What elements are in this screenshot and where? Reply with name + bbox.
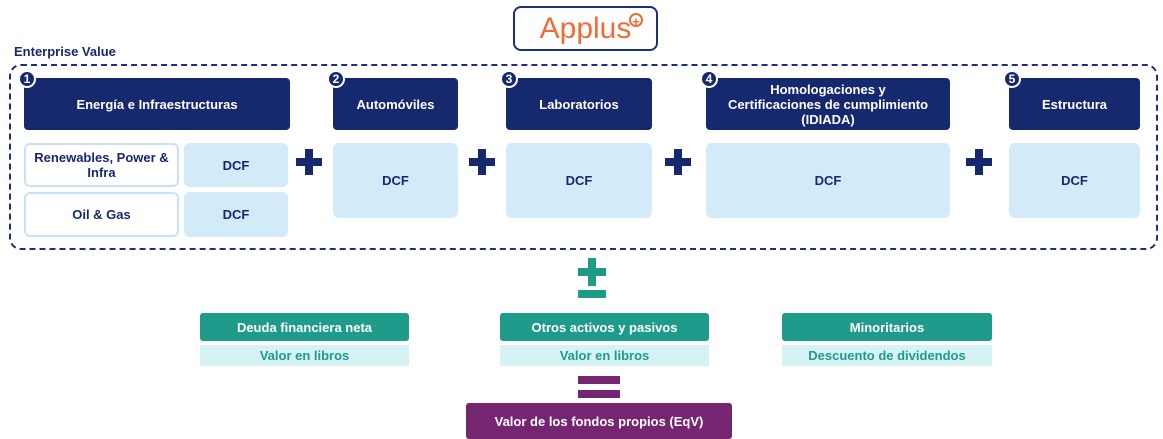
adjustment-otros-method: Valor en libros	[500, 345, 709, 366]
equity-value-result: Valor de los fondos propios (EqV)	[466, 403, 732, 439]
segment-title: Energía e Infraestructuras	[76, 96, 238, 112]
segment-title: Homologaciones y Certificaciones de cump…	[727, 81, 929, 127]
subsegment-name: Oil & Gas	[72, 207, 131, 222]
segment-number-1: 1	[18, 70, 36, 88]
adjustment-title: Minoritarios	[849, 319, 925, 335]
segment-header-energia: Energía e Infraestructuras	[24, 78, 290, 130]
method-label: DCF	[565, 173, 593, 188]
adjustment-deuda-method: Valor en libros	[200, 345, 409, 366]
adjustment-otros-title: Otros activos y pasivos	[500, 313, 709, 341]
logo-plus-icon: +	[629, 13, 643, 28]
plus-icon	[966, 149, 992, 175]
plus-minus-icon	[572, 254, 612, 304]
subsegment-oil-gas: Oil & Gas	[24, 192, 179, 237]
adjustment-method: Valor en libros	[259, 348, 350, 363]
adjustment-title: Deuda financiera neta	[236, 319, 373, 335]
result-label: Valor de los fondos propios (EqV)	[494, 413, 704, 429]
segment-estructura-method: DCF	[1009, 143, 1140, 218]
segment-title: Laboratorios	[539, 96, 619, 112]
method-label: DCF	[1061, 173, 1088, 188]
segment-title: Estructura	[1041, 96, 1108, 112]
plus-icon	[665, 149, 691, 175]
method-label: DCF	[222, 207, 250, 222]
method-label: DCF	[382, 173, 409, 188]
adjustment-deuda-title: Deuda financiera neta	[200, 313, 409, 341]
subsegment-renewables-method: DCF	[184, 143, 288, 187]
segment-automoviles-method: DCF	[333, 143, 458, 218]
segment-idiada-method: DCF	[706, 143, 950, 218]
subsegment-name: Renewables, Power & Infra	[34, 150, 169, 180]
plus-icon	[469, 149, 495, 175]
applus-logo: Applus +	[513, 6, 658, 51]
segment-header-idiada: Homologaciones y Certificaciones de cump…	[706, 78, 950, 130]
adjustment-minoritarios-method: Descuento de dividendos	[782, 345, 992, 366]
subsegment-oil-gas-method: DCF	[184, 192, 288, 237]
logo-text: Applus	[539, 11, 632, 45]
adjustment-minoritarios-title: Minoritarios	[782, 313, 992, 341]
segment-header-estructura: Estructura	[1009, 78, 1140, 130]
enterprise-value-frame	[9, 64, 1158, 250]
adjustment-method: Descuento de dividendos	[808, 348, 966, 363]
segment-title: Automóviles	[356, 96, 435, 112]
plus-icon	[296, 149, 322, 175]
method-label: DCF	[222, 157, 250, 173]
segment-laboratorios-method: DCF	[506, 143, 652, 218]
segment-number-2: 2	[327, 70, 345, 88]
segment-number-3: 3	[500, 70, 518, 88]
adjustment-method: Valor en libros	[559, 348, 650, 363]
segment-number-4: 4	[700, 70, 718, 88]
equals-icon	[578, 374, 620, 400]
segment-number-5: 5	[1003, 70, 1021, 88]
enterprise-value-label: Enterprise Value	[14, 44, 116, 59]
segment-header-automoviles: Automóviles	[333, 78, 458, 130]
subsegment-renewables: Renewables, Power & Infra	[24, 143, 179, 187]
method-label: DCF	[814, 173, 842, 188]
adjustment-title: Otros activos y pasivos	[531, 319, 678, 335]
segment-header-laboratorios: Laboratorios	[506, 78, 652, 130]
